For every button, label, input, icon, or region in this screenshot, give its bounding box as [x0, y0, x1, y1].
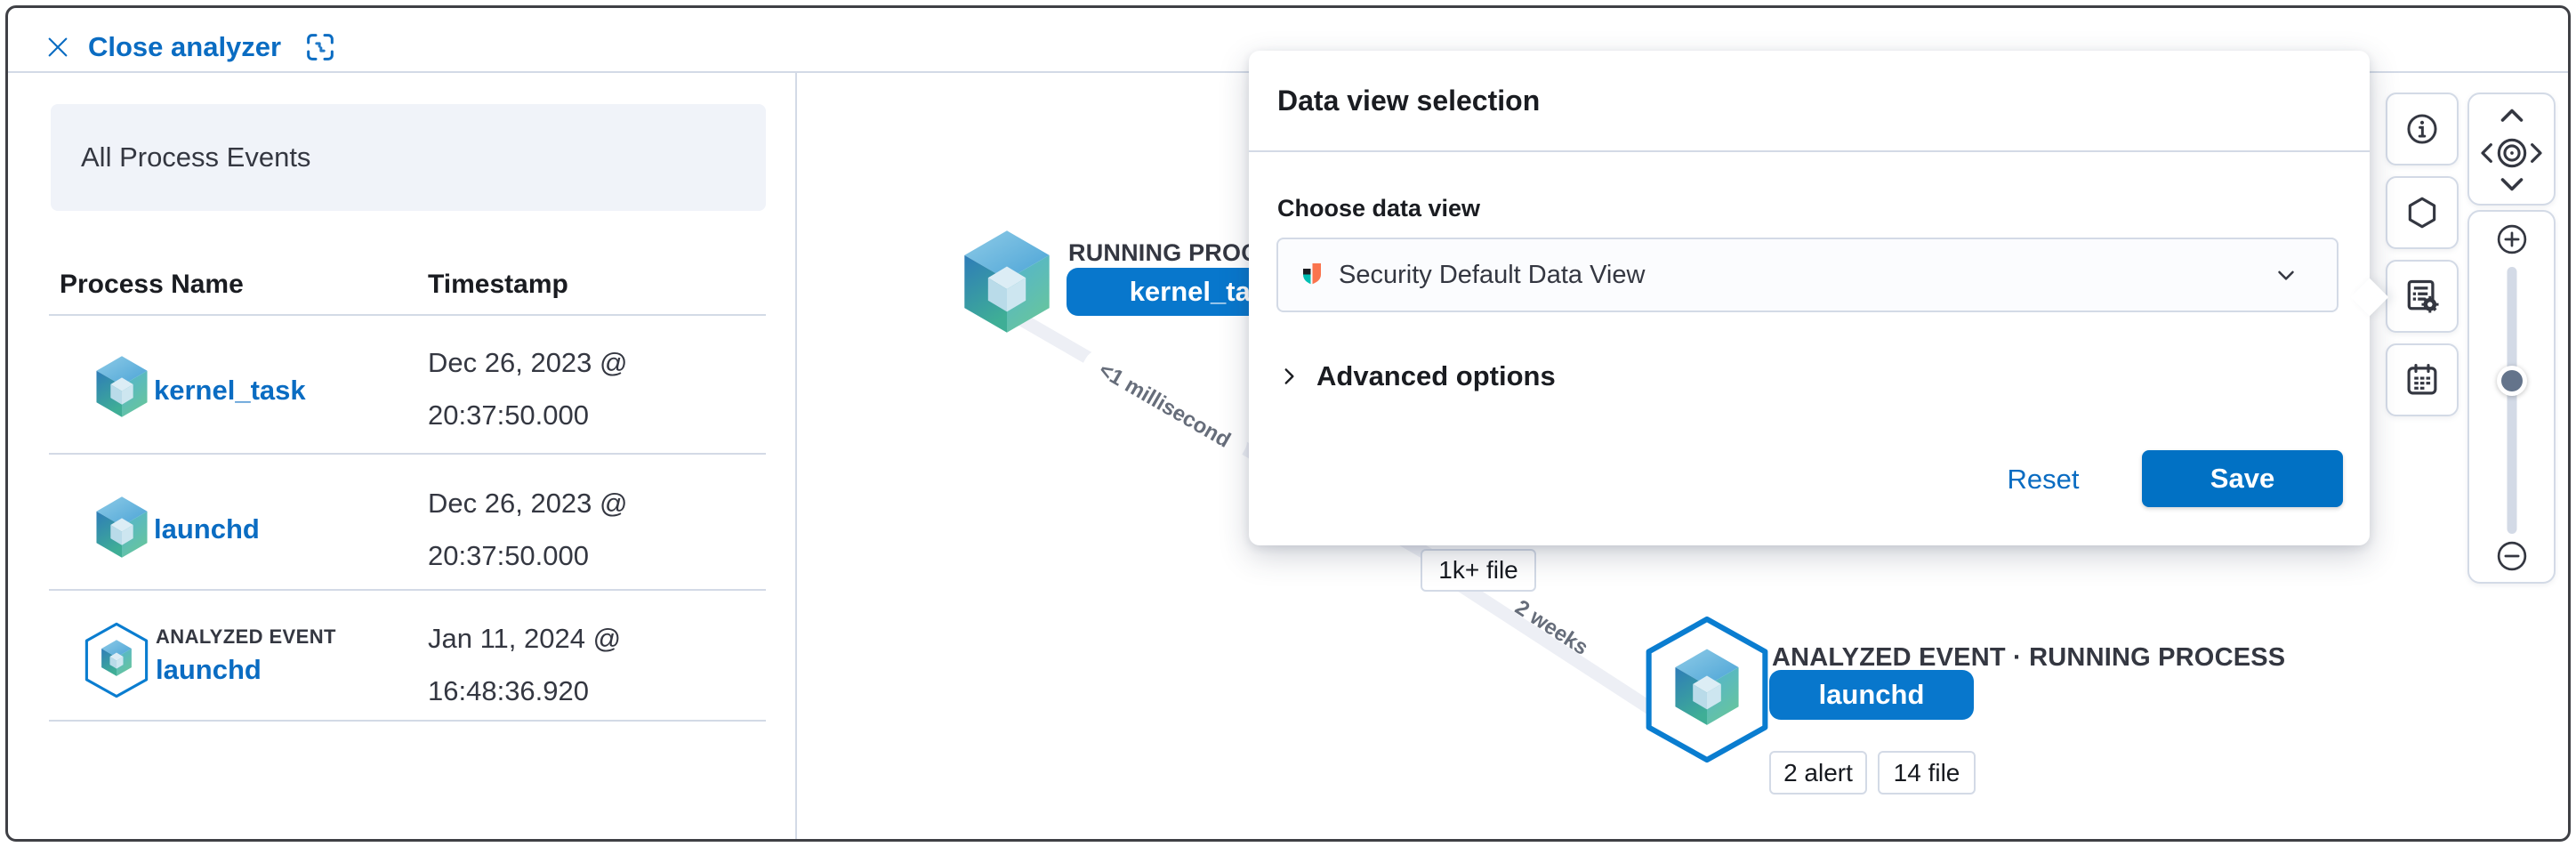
reset-button[interactable]: Reset [2007, 464, 2080, 495]
table-divider [49, 314, 766, 316]
process-link[interactable]: kernel_task [154, 375, 306, 406]
running-process-cube-icon[interactable] [960, 229, 1054, 335]
close-analyzer-label[interactable]: Close analyzer [88, 31, 282, 62]
advanced-options-toggle[interactable]: Advanced options [1277, 360, 1556, 392]
fullscreen-icon[interactable] [302, 29, 338, 65]
table-divider [49, 453, 766, 455]
schema-legend-button[interactable] [2386, 176, 2459, 249]
timestamp-line1: Dec 26, 2023 @ [428, 347, 628, 378]
security-shield-icon [1303, 263, 1321, 285]
process-cube-icon [96, 496, 148, 558]
edge-file-count-badge[interactable]: 1k+ file [1421, 549, 1536, 592]
edge-duration-label: <1 millisecond [1076, 345, 1252, 466]
timestamp-cell: Jan 11, 2024 @ 16:48:36.920 [428, 622, 621, 707]
nav-north-button chevron-up-icon[interactable] [2496, 103, 2528, 126]
node-type-label: ANALYZED EVENT · RUNNING PROCESS [1772, 643, 2286, 672]
timestamp-line2: 20:37:50.000 [428, 399, 590, 431]
panel-divider [795, 73, 797, 839]
events-panel-header: All Process Events [51, 104, 766, 211]
close-x-icon[interactable] [44, 33, 72, 61]
zoom-panel [2467, 210, 2556, 584]
data-view-settings-icon [2407, 279, 2439, 313]
analyzed-event-hexagon-cube-icon [85, 622, 149, 698]
hexagon-schema-icon [2408, 197, 2436, 229]
camera-nav-panel [2467, 93, 2556, 206]
save-button[interactable]: Save [2142, 450, 2343, 507]
zoom-out-icon[interactable] [2495, 539, 2529, 573]
node-alert-count-badge[interactable]: 2 alert [1769, 751, 1867, 795]
advanced-options-label: Advanced options [1316, 360, 1556, 391]
analyzed-event-hexagon-cube-icon[interactable] [1639, 615, 1775, 764]
zoom-in-icon[interactable] [2495, 222, 2529, 256]
timestamp-line1: Dec 26, 2023 @ [428, 488, 628, 519]
timestamp-cell: Dec 26, 2023 @ 20:37:50.000 [428, 346, 628, 432]
timestamp-line2: 20:37:50.000 [428, 540, 590, 571]
table-divider [49, 589, 766, 591]
info-icon [2407, 114, 2437, 144]
column-header-process-name: Process Name [60, 270, 244, 299]
data-view-select[interactable]: Security Default Data View [1276, 238, 2339, 312]
popover-title: Data view selection [1277, 85, 1541, 117]
zoom-slider-thumb[interactable] [2496, 366, 2527, 396]
node-info-button[interactable] [2386, 93, 2459, 165]
calendar-icon [2407, 363, 2437, 395]
chevron-right-icon [1284, 368, 1294, 384]
nav-west-button chevron-left-icon[interactable] [2476, 139, 2496, 167]
close-analyzer[interactable]: Close analyzer [44, 29, 338, 65]
zoom-slider-track[interactable] [2507, 267, 2516, 534]
choose-data-view-label: Choose data view [1277, 195, 1481, 222]
data-view-settings-button[interactable] [2386, 260, 2459, 333]
node-file-count-badge[interactable]: 14 file [1878, 751, 1976, 795]
process-cube-icon [96, 356, 148, 417]
process-node-button[interactable]: launchd [1769, 670, 1974, 720]
center-camera-icon[interactable] [2492, 133, 2532, 173]
analyzer-window: Close analyzer All Process Events Proces… [5, 5, 2571, 842]
nav-east-button chevron-right-icon[interactable] [2527, 139, 2547, 167]
date-range-button[interactable] [2386, 343, 2459, 416]
edge-duration-label: 2 weeks [1510, 595, 1593, 660]
selected-data-view-label: Security Default Data View [1339, 260, 1646, 289]
chevron-down-icon [2278, 270, 2294, 280]
popover-divider [1249, 150, 2370, 152]
analyzed-event-tag: ANALYZED EVENT [156, 625, 336, 648]
table-divider [49, 720, 766, 722]
process-link[interactable]: launchd [154, 513, 260, 544]
process-link[interactable]: launchd [156, 654, 262, 685]
nav-south-button chevron-down-icon[interactable] [2496, 173, 2528, 197]
timestamp-line1: Jan 11, 2024 @ [428, 623, 622, 654]
timestamp-cell: Dec 26, 2023 @ 20:37:50.000 [428, 487, 628, 572]
column-header-timestamp: Timestamp [428, 270, 568, 299]
timestamp-line2: 16:48:36.920 [428, 675, 590, 706]
events-panel-title: All Process Events [81, 141, 311, 173]
